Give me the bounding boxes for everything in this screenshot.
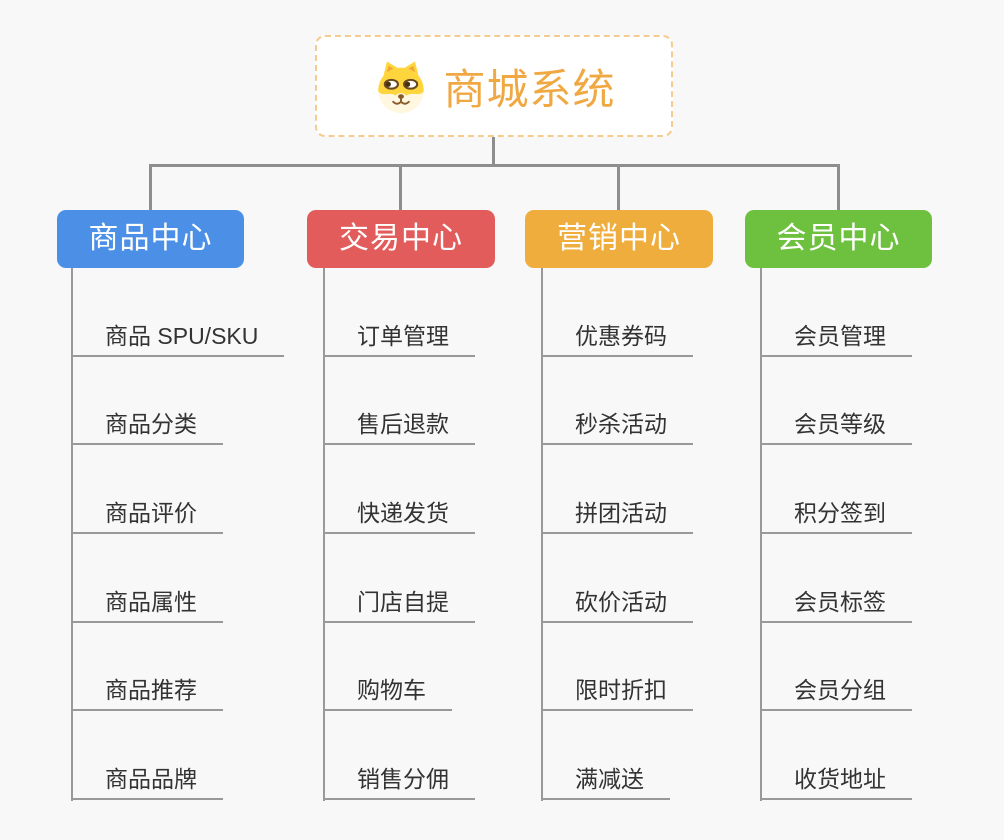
leaf-node[interactable]: 快递发货 <box>323 498 475 534</box>
leaf-node[interactable]: 积分签到 <box>760 498 912 534</box>
connector-horizontal <box>149 164 840 167</box>
leaf-node[interactable]: 销售分佣 <box>323 764 475 800</box>
leaf-node[interactable]: 商品品牌 <box>71 764 223 800</box>
branch-trunk-line <box>323 268 325 801</box>
leaf-node[interactable]: 拼团活动 <box>541 498 693 534</box>
leaf-node[interactable]: 商品属性 <box>71 587 223 623</box>
connector-branch-stub <box>837 164 840 210</box>
branch-node-member-center[interactable]: 会员中心 <box>745 210 932 268</box>
leaf-node[interactable]: 优惠券码 <box>541 321 693 357</box>
leaf-node[interactable]: 会员标签 <box>760 587 912 623</box>
root-title: 商城系统 <box>443 65 616 113</box>
branch-node-marketing-center[interactable]: 营销中心 <box>525 210 713 268</box>
leaf-node[interactable]: 会员管理 <box>760 321 912 357</box>
root-node[interactable]: 商城系统 <box>315 35 673 137</box>
leaf-node[interactable]: 会员分组 <box>760 675 912 711</box>
dog-icon <box>372 58 430 114</box>
branch-node-trade-center[interactable]: 交易中心 <box>307 210 495 268</box>
leaf-node[interactable]: 商品分类 <box>71 409 223 445</box>
leaf-node[interactable]: 砍价活动 <box>541 587 693 623</box>
leaf-node[interactable]: 订单管理 <box>323 321 475 357</box>
leaf-node[interactable]: 售后退款 <box>323 409 475 445</box>
leaf-node[interactable]: 商品推荐 <box>71 675 223 711</box>
branch-trunk-line <box>760 268 762 801</box>
leaf-node[interactable]: 门店自提 <box>323 587 475 623</box>
connector-branch-stub <box>149 164 152 210</box>
connector-branch-stub <box>399 164 402 210</box>
leaf-node[interactable]: 购物车 <box>323 675 452 711</box>
leaf-node[interactable]: 商品 SPU/SKU <box>71 321 285 357</box>
branch-node-product-center[interactable]: 商品中心 <box>57 210 244 268</box>
leaf-node[interactable]: 满减送 <box>541 764 670 800</box>
leaf-node[interactable]: 会员等级 <box>760 409 912 445</box>
connector-branch-stub <box>617 164 620 210</box>
connector-root-stub <box>492 137 495 165</box>
leaf-node[interactable]: 限时折扣 <box>541 675 693 711</box>
leaf-node[interactable]: 秒杀活动 <box>541 409 693 445</box>
leaf-node[interactable]: 收货地址 <box>760 764 912 800</box>
branch-trunk-line <box>71 268 73 801</box>
branch-trunk-line <box>541 268 543 801</box>
leaf-node[interactable]: 商品评价 <box>71 498 223 534</box>
